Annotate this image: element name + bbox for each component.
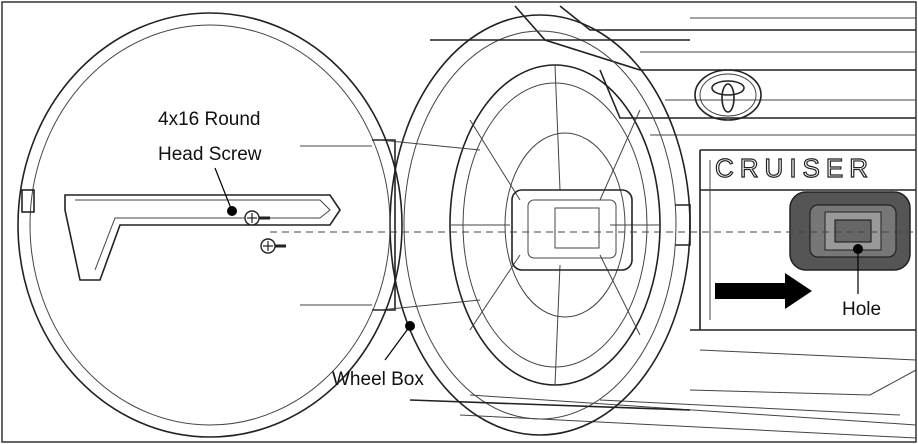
direction-arrow-icon (715, 273, 812, 309)
hole-recess (789, 191, 911, 271)
screw-icon (244, 210, 270, 226)
hole-label: Hole (842, 299, 881, 320)
screw-label-line1: 4x16 Round (158, 109, 260, 130)
grille-text: CRUISER (715, 153, 874, 183)
screw-leader-line (214, 167, 233, 212)
screw-label-line2: Head Screw (158, 144, 262, 165)
wheel-cover (17, 12, 403, 438)
toyota-emblem-icon (694, 69, 762, 121)
wheel-box-leader-line (384, 325, 411, 361)
wheel-box-label: Wheel Box (332, 369, 424, 390)
screw-icon (260, 238, 286, 254)
